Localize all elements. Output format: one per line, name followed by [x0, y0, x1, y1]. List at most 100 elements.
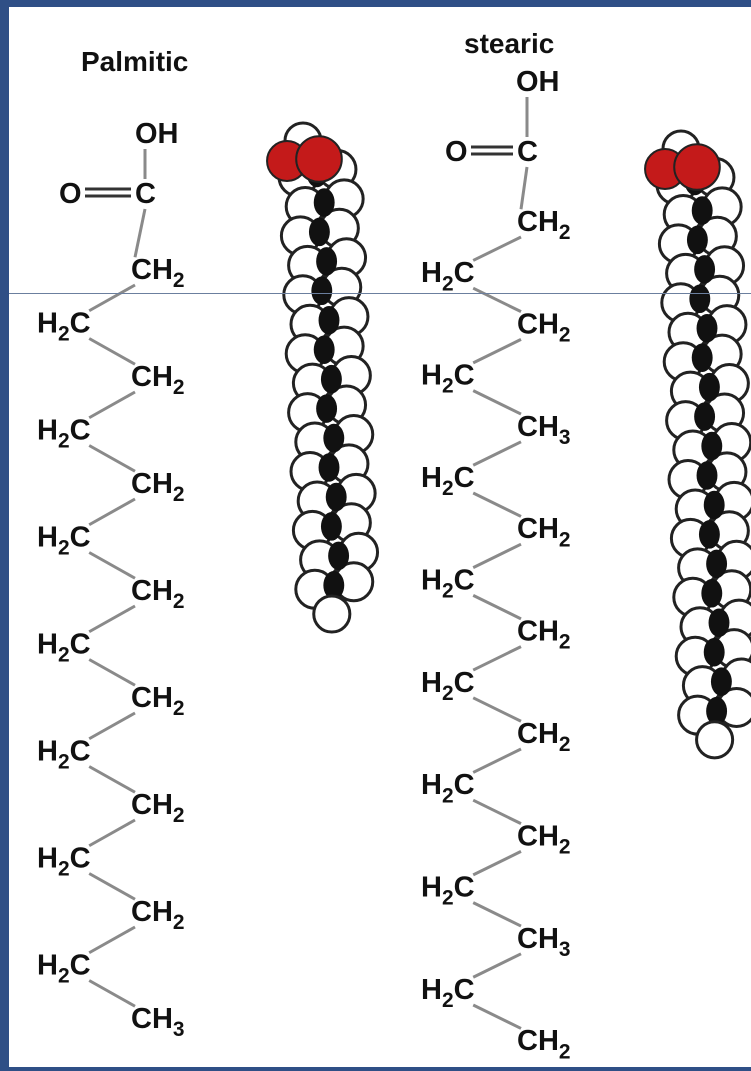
stearic-carbon-12 [698, 520, 720, 549]
stearic-bond-14 [472, 901, 522, 928]
stearic-group-4: CH3 [517, 411, 571, 449]
palmitic-group-3: H2C [37, 415, 91, 453]
stearic-group-11-sub: 2 [442, 784, 454, 807]
divider-line [9, 293, 751, 294]
stearic-group-16-main: CH [517, 1025, 559, 1057]
stearic-group-2: CH2 [517, 308, 571, 346]
palmitic-bond-3 [88, 390, 136, 420]
stearic-group-3: H2C [421, 360, 475, 398]
stearic-oxygen-b [673, 143, 721, 191]
stearic-group-14-sub: 3 [559, 938, 571, 961]
stearic-group-4-main: CH [517, 411, 559, 443]
stearic-group-3-main: H [421, 360, 442, 392]
palmitic-group-2-sub: 2 [173, 376, 185, 399]
stearic-carbon-17 [710, 667, 732, 696]
palmitic-carbon-6 [313, 335, 335, 364]
stearic-carbon-16 [703, 637, 725, 667]
palmitic-bond-4 [88, 444, 136, 473]
stearic-group-14: CH3 [517, 923, 571, 961]
palmitic-group-0: CH2 [131, 254, 185, 292]
palmitic-bond-13 [88, 925, 136, 955]
stearic-group-7-main: H [421, 564, 442, 596]
palmitic-group-9-main: H [37, 736, 58, 768]
palmitic-title: Palmitic [81, 46, 188, 77]
palmitic-group-5: H2C [37, 522, 91, 560]
palmitic-group-12: CH2 [131, 896, 185, 934]
palmitic-group-11-main: H [37, 843, 58, 875]
stearic-group-9-tail: C [454, 667, 475, 699]
palmitic-carbon-8 [316, 394, 338, 423]
stearic-bond-10 [472, 696, 522, 723]
stearic-group-13-tail: C [454, 872, 475, 904]
palmitic-group-13: H2C [37, 950, 91, 988]
palmitic-carbon-1 [313, 188, 335, 217]
palmitic-group-0-main: CH [131, 254, 173, 286]
palmitic-carbon-7 [320, 364, 342, 394]
palmitic-bond-7 [88, 604, 136, 634]
stearic-title: stearic [464, 28, 554, 59]
palmitic-group-8-sub: 2 [173, 697, 185, 720]
stearic-group-6-sub: 2 [559, 528, 571, 551]
palmitic-group-13-sub: 2 [58, 965, 70, 988]
palmitic-group-1-main: H [37, 308, 58, 340]
stearic-group-7-tail: C [454, 564, 475, 596]
stearic-group-2-main: CH [517, 308, 559, 340]
palmitic-carbon-9 [323, 423, 345, 453]
stearic-group-6: CH2 [517, 513, 571, 551]
palmitic-group-5-tail: C [70, 522, 91, 554]
stearic-group-14-main: CH [517, 923, 559, 955]
stearic-group-5-tail: C [454, 462, 475, 494]
palmitic-group-4: CH2 [131, 468, 185, 506]
stearic-group-8-main: CH [517, 616, 559, 648]
stearic-group-13-main: H [421, 872, 442, 904]
stearic-carbon-14 [701, 579, 723, 608]
stearic-group-11-tail: C [454, 769, 475, 801]
palmitic-group-1-sub: 2 [58, 323, 70, 346]
palmitic-group-2-main: CH [131, 361, 173, 393]
stearic-group-7-sub: 2 [442, 580, 454, 603]
space-filling-models [266, 121, 751, 760]
stearic-bond-11 [472, 747, 522, 774]
palmitic-group-12-sub: 2 [173, 911, 185, 934]
stearic-group-10-main: CH [517, 718, 559, 750]
palmitic-group-8: CH2 [131, 682, 185, 720]
stearic-space-filling-model [644, 129, 751, 760]
stearic-group-13-sub: 2 [442, 887, 454, 910]
stearic-bond-4 [472, 389, 522, 416]
stearic-group-0: CH2 [517, 206, 571, 244]
palmitic-group-11: H2C [37, 843, 91, 881]
palmitic-group-10-sub: 2 [173, 804, 185, 827]
palmitic-carbon-10 [318, 453, 340, 482]
stearic-bond-9 [472, 645, 522, 672]
stearic-bond-3 [472, 338, 522, 365]
palmitic-bond-6 [88, 551, 136, 580]
stearic-bond-1 [472, 235, 522, 262]
stearic-group-1: H2C [421, 257, 475, 295]
palmitic-group-3-tail: C [70, 415, 91, 447]
palmitic-group-3-main: H [37, 415, 58, 447]
stearic-bond-15 [472, 952, 522, 979]
stearic-group-9-main: H [421, 667, 442, 699]
stearic-group-1-tail: C [454, 257, 475, 289]
palmitic-group-13-tail: C [70, 950, 91, 982]
palmitic-carbon-11 [325, 482, 347, 512]
palmitic-carbon-2 [308, 217, 330, 247]
stearic-carbon-4 [689, 284, 711, 314]
stearic-o-label: O [445, 136, 468, 168]
stearic-bond-6 [472, 491, 522, 518]
palmitic-bond-8 [88, 658, 136, 687]
palmitic-group-2: CH2 [131, 361, 185, 399]
stearic-group-5-main: H [421, 462, 442, 494]
stearic-bond-7 [472, 542, 522, 569]
stearic-group-8-sub: 2 [559, 631, 571, 654]
palmitic-group-10-main: CH [131, 789, 173, 821]
stearic-carbon-2 [686, 225, 708, 255]
stearic-carbon-1 [691, 196, 713, 225]
palmitic-bond-5 [88, 497, 136, 527]
stearic-group-0-main: CH [517, 206, 559, 238]
palmitic-group-14-sub: 3 [173, 1018, 185, 1041]
